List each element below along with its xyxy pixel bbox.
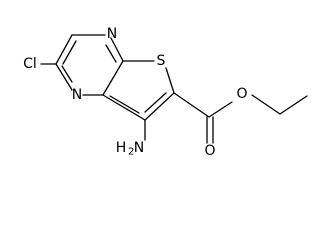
bond-n-bottom-c2-inner (61, 65, 73, 83)
bond-n-bottom-c2 (55, 63, 73, 91)
bond-c2-c6 (55, 34, 73, 65)
bond-s-c6 (165, 67, 175, 94)
atom-label-cl: Cl (23, 56, 37, 72)
bond-c6-carbonyl-c (173, 92, 210, 118)
atom-label-n-top: N (107, 26, 117, 42)
bond-ch2-ch3 (279, 95, 308, 115)
atom-label-s: S (157, 53, 166, 69)
bond-c6-c7 (144, 92, 175, 121)
bond-c6-c7-inner (144, 92, 167, 113)
bond-n-top-c7a (110, 37, 124, 62)
substituents (40, 63, 308, 144)
thiophene-ring (102, 60, 175, 121)
bond-n-top-c7a-inner (105, 44, 117, 63)
bond-carbonyl-c-o-ester (208, 101, 233, 118)
atom-labels: Cl N N S H 2 N O O (23, 26, 247, 159)
bond-c7a-c3a (102, 60, 124, 96)
pyrazine-ring (55, 34, 124, 96)
bond-c7-c3a-inner (109, 95, 140, 114)
atom-label-n-bottom: N (72, 87, 82, 103)
bond-c2-c6-inner (62, 40, 77, 65)
bond-o-ester-ch2 (251, 94, 281, 115)
atom-label-amino-h: H (116, 140, 127, 156)
atom-label-amino-n: N (134, 140, 144, 156)
atom-label-amino-sub: 2 (128, 147, 134, 158)
atom-label-o-ester: O (236, 86, 247, 102)
molecule-structure: Cl N N S H 2 N O O (23, 26, 308, 159)
atom-label-o-carbonyl: O (204, 143, 215, 159)
bond-c7-c3a (102, 94, 146, 121)
